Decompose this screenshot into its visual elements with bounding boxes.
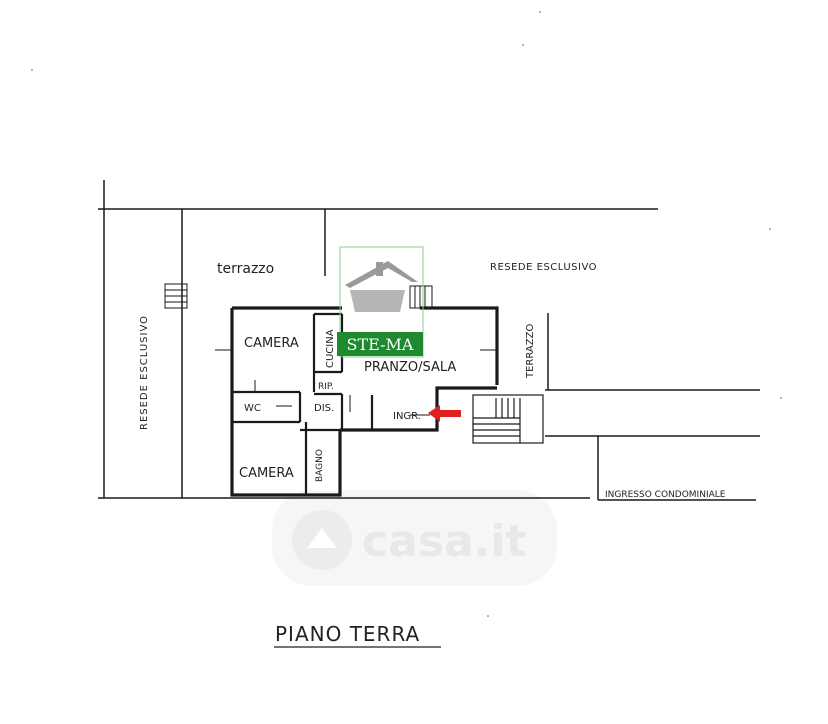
label-resede-top: RESEDE ESCLUSIVO xyxy=(490,262,597,273)
label-cucina: CUCINA xyxy=(325,329,336,368)
label-wc: WC xyxy=(244,403,261,414)
label-ingresso-condominiale: INGRESSO CONDOMINIALE xyxy=(605,490,726,500)
door-marks xyxy=(215,349,497,416)
label-camera-bottom: CAMERA xyxy=(239,466,294,481)
entry-arrow-icon xyxy=(428,405,461,422)
floor-title: PIANO TERRA xyxy=(275,622,420,646)
label-pranzo-sala: PRANZO/SALA xyxy=(364,360,456,375)
watermark-text: casa.it xyxy=(362,516,526,567)
label-ingr: INGR. xyxy=(393,411,421,422)
scan-specks xyxy=(31,11,782,617)
label-terrazzo-right: TERRAZZO xyxy=(525,324,536,379)
label-camera-top: CAMERA xyxy=(244,336,299,351)
left-steps xyxy=(164,283,188,309)
label-terrazzo-top: terrazzo xyxy=(217,261,274,277)
right-staircase xyxy=(472,394,544,444)
label-resede-left: RESEDE ESCLUSIVO xyxy=(139,315,150,430)
logo: STE-MA xyxy=(337,246,424,358)
logo-text: STE-MA xyxy=(347,335,414,354)
label-rip: RIP. xyxy=(318,382,334,392)
watermark: casa.it xyxy=(272,490,557,586)
label-bagno: BAGNO xyxy=(315,449,325,482)
house-body-icon xyxy=(350,290,405,312)
label-dis: DIS. xyxy=(314,403,334,414)
lot-boundary xyxy=(98,180,760,501)
logo-plate xyxy=(337,332,423,356)
top-steps xyxy=(409,285,433,309)
